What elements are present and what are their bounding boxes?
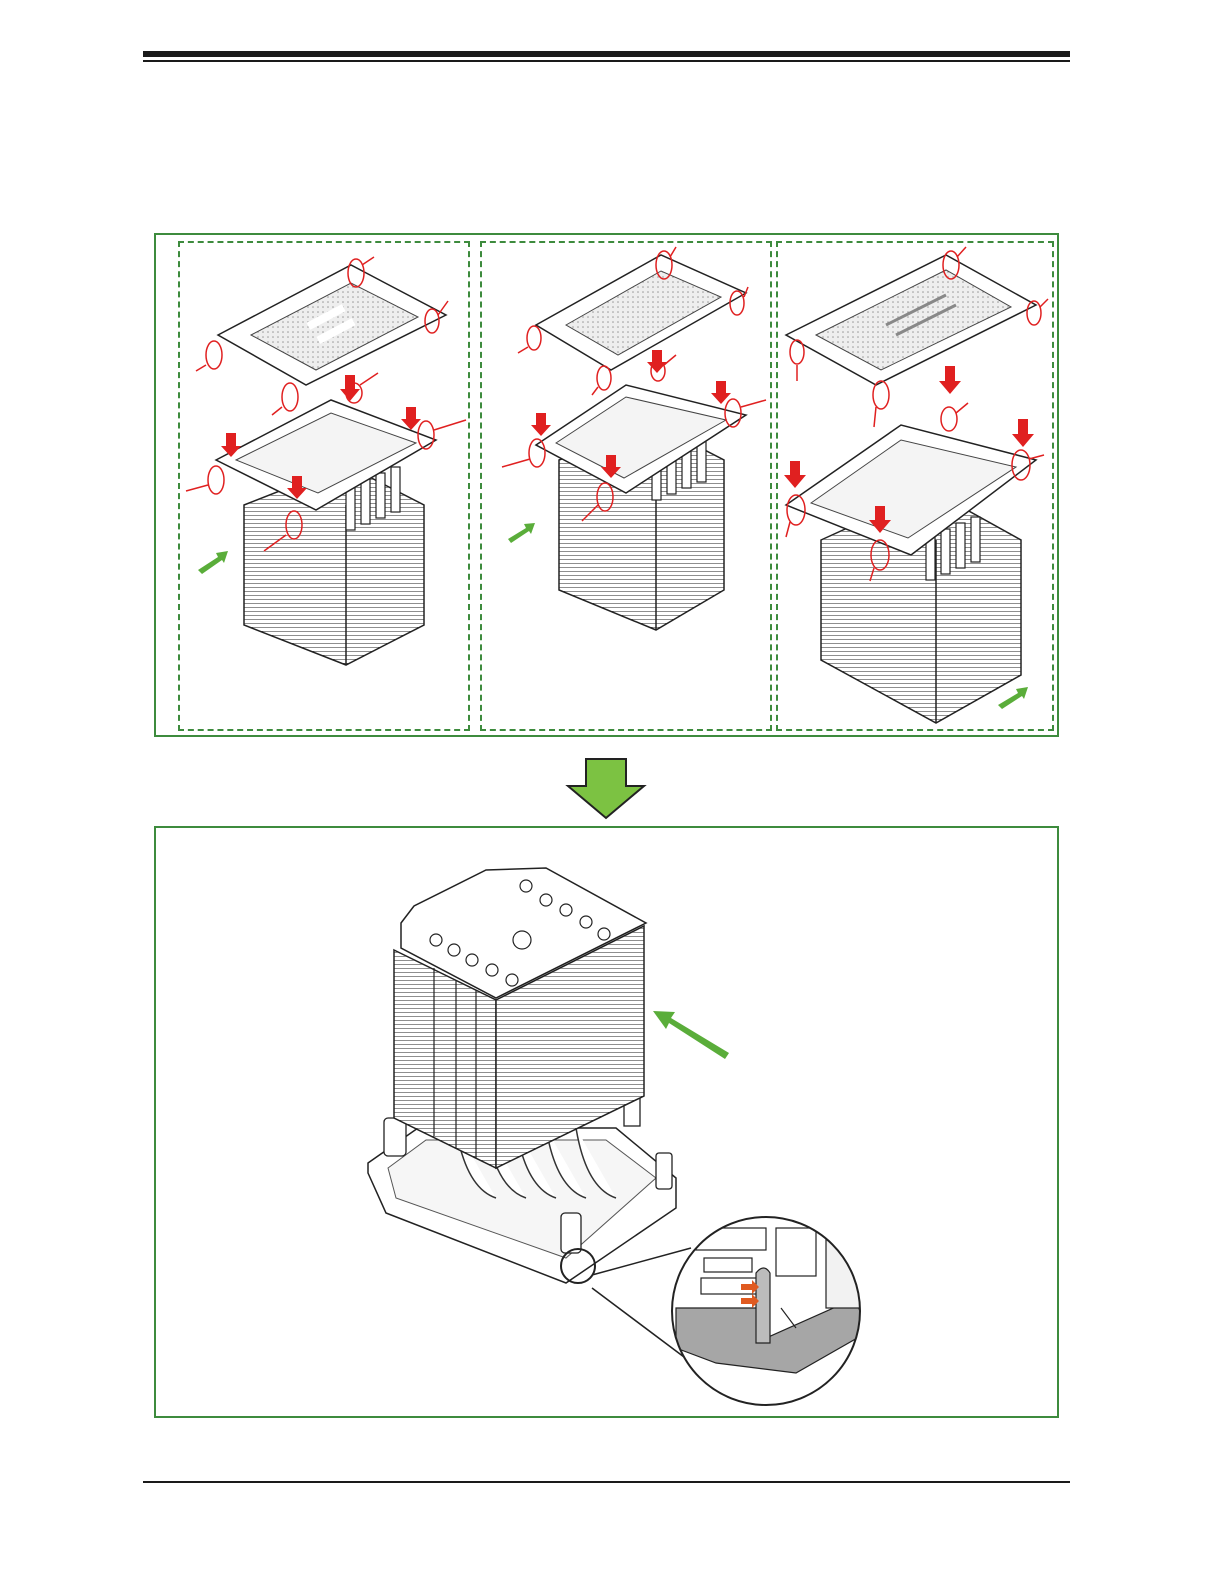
step-1-drawing (186, 257, 466, 665)
footer-rule (143, 1481, 1070, 1483)
steps-panel (154, 233, 1059, 737)
result-illustration (156, 828, 1061, 1420)
insert-arrow (508, 523, 535, 543)
latch-zoom-detail (666, 1213, 866, 1413)
step-2-drawing (502, 247, 766, 630)
insert-arrow (998, 687, 1028, 709)
step-3-drawing (784, 247, 1048, 723)
result-panel (154, 826, 1059, 1418)
next-step-arrow (565, 758, 647, 820)
insert-arrow (198, 551, 228, 574)
steps-illustration (156, 235, 1061, 739)
insert-arrow (653, 1011, 729, 1059)
header-rule-thick (143, 51, 1070, 57)
header-rule-thin (143, 60, 1070, 62)
